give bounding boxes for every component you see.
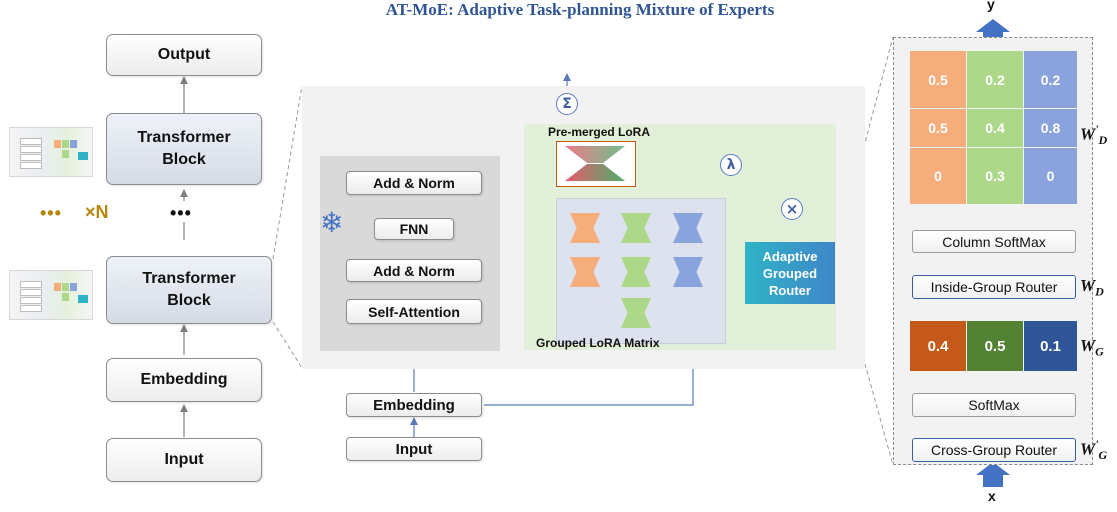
add-norm-bottom: Add & Norm bbox=[346, 259, 482, 282]
transformer-block-label-1: Transformer bbox=[137, 129, 231, 146]
lora-expert-o1-top bbox=[570, 213, 600, 228]
self-attention-box: Self-Attention bbox=[346, 299, 482, 324]
lora-expert-g2-top bbox=[621, 257, 651, 272]
ellipsis-dots-center: ••• bbox=[170, 203, 192, 223]
inside-group-router-box: Inside-Group Router bbox=[912, 275, 1076, 299]
wd-cell-2-1: 0.3 bbox=[967, 148, 1023, 204]
pre-merged-lora-label: Pre-merged LoRA bbox=[548, 125, 651, 139]
lora-expert-g1-bottom bbox=[621, 228, 651, 243]
lora-expert-g3-bottom bbox=[621, 313, 651, 328]
wg-cell-2: 0.1 bbox=[1024, 321, 1077, 371]
embedding-box-middle: Embedding bbox=[346, 393, 482, 417]
router-label-1: Adaptive bbox=[762, 248, 818, 264]
softmax-box: SoftMax bbox=[912, 393, 1076, 417]
wg-cell-0: 0.4 bbox=[910, 321, 966, 371]
lora-expert-b1-bottom bbox=[673, 228, 703, 243]
transformer-block-label-2: Block bbox=[167, 292, 211, 309]
wd-label: WD bbox=[1080, 276, 1104, 299]
cross-group-router-box: Cross-Group Router bbox=[912, 438, 1076, 462]
sum-operator-icon: Σ bbox=[556, 93, 578, 115]
input-box-middle: Input bbox=[346, 437, 482, 461]
transformer-block-top: Transformer Block bbox=[106, 113, 262, 185]
thumbnail-bottom bbox=[9, 270, 93, 320]
wd-cell-2-0: 0 bbox=[910, 148, 966, 204]
wd-cell-1-2: 0.8 bbox=[1024, 109, 1077, 147]
transformer-block-label-1: Transformer bbox=[142, 270, 236, 287]
snowflake-icon: ❄ bbox=[320, 206, 344, 239]
lora-expert-g2-bottom bbox=[621, 272, 651, 287]
thumbnail-top bbox=[9, 127, 93, 177]
output-box: Output bbox=[106, 34, 262, 76]
wg-prime-label: W'G bbox=[1080, 437, 1108, 463]
wd-cell-2-2: 0 bbox=[1024, 148, 1077, 204]
figure-title: AT-MoE: Adaptive Task-planning Mixture o… bbox=[385, 0, 775, 19]
input-box-left: Input bbox=[106, 438, 262, 482]
lora-expert-g1-top bbox=[621, 213, 651, 228]
pre-merged-lora-icon bbox=[565, 146, 625, 181]
lora-expert-b2-top bbox=[673, 257, 703, 272]
ellipsis-dots-left: ••• bbox=[40, 203, 62, 223]
transformer-block-label-2: Block bbox=[162, 151, 206, 168]
wd-cell-0-1: 0.2 bbox=[967, 51, 1023, 108]
lora-expert-o2-bottom bbox=[570, 272, 600, 287]
lora-expert-b1-top bbox=[673, 213, 703, 228]
wd-cell-1-1: 0.4 bbox=[967, 109, 1023, 147]
router-label-2: Grouped bbox=[762, 265, 818, 281]
wg-label: WG bbox=[1080, 336, 1104, 359]
pre-merged-lora-box bbox=[556, 141, 636, 187]
fnn-box: FNN bbox=[374, 218, 454, 240]
lora-expert-o2-top bbox=[570, 257, 600, 272]
wd-prime-label: W'D bbox=[1080, 122, 1108, 148]
input-x-label: x bbox=[988, 488, 996, 504]
wd-cell-1-0: 0.5 bbox=[910, 109, 966, 147]
multiply-operator-icon: × bbox=[781, 198, 803, 220]
column-softmax-box: Column SoftMax bbox=[912, 230, 1076, 253]
repeat-n-label: ×N bbox=[85, 202, 109, 222]
grouped-lora-matrix-label: Grouped LoRA Matrix bbox=[536, 336, 660, 350]
router-label-3: Router bbox=[769, 282, 811, 298]
lambda-operator-icon: λ bbox=[720, 154, 742, 176]
wg-cell-1: 0.5 bbox=[967, 321, 1023, 371]
add-norm-top: Add & Norm bbox=[346, 171, 482, 195]
lora-expert-g3-top bbox=[621, 298, 651, 313]
transformer-block-bottom: Transformer Block bbox=[106, 256, 272, 324]
output-y-label: y bbox=[987, 0, 995, 12]
wd-cell-0-2: 0.2 bbox=[1024, 51, 1077, 108]
lora-expert-b2-bottom bbox=[673, 272, 703, 287]
embedding-box-left: Embedding bbox=[106, 358, 262, 402]
adaptive-grouped-router-box: Adaptive Grouped Router bbox=[745, 242, 835, 304]
wd-cell-0-0: 0.5 bbox=[910, 51, 966, 108]
lora-expert-o1-bottom bbox=[570, 228, 600, 243]
